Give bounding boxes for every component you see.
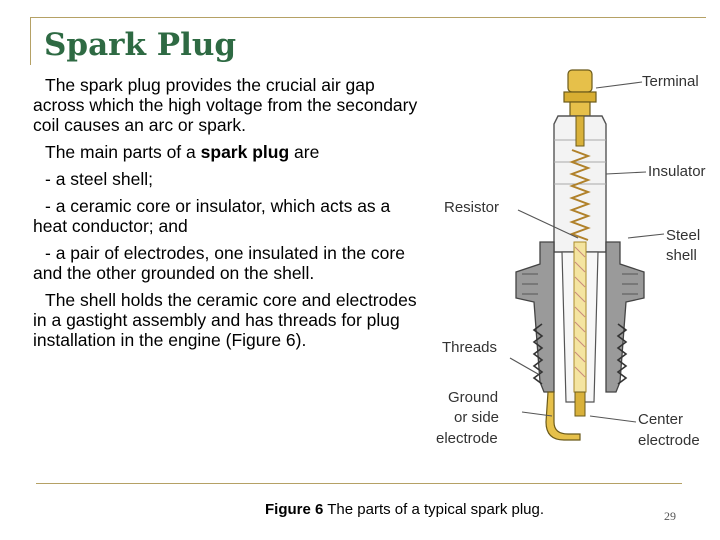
label-center-line2: electrode: [638, 432, 700, 449]
paragraph-intro: The spark plug provides the crucial air …: [33, 75, 418, 135]
paragraph-ceramic-core: - a ceramic core or insulator, which act…: [33, 196, 391, 236]
leader-lines: [509, 81, 665, 423]
paragraph-shell-holds: The shell holds the ceramic core and ele…: [33, 290, 417, 350]
main-parts-suffix: are: [289, 142, 320, 162]
steel-shell-part: [515, 241, 645, 393]
bold-term: spark plug: [200, 142, 290, 162]
spark-plug-diagram: Terminal Insulator Resistor Steel shell …: [436, 69, 706, 449]
figure-caption: Figure 6 The parts of a typical spark pl…: [265, 501, 544, 518]
slide-body: The spark plug provides the crucial air …: [33, 75, 418, 357]
frame-bottom-line: [36, 483, 682, 484]
label-ground-line3: electrode: [436, 430, 498, 447]
electrodes-part: [545, 391, 586, 441]
paragraph-main-parts: The main parts of a spark plug are: [33, 142, 418, 162]
label-insulator: Insulator: [648, 163, 706, 180]
label-steel-shell-line2: shell: [666, 247, 697, 264]
threads-part: [532, 323, 628, 385]
label-ground-line1: Ground: [448, 389, 498, 406]
paragraph-steel-shell: - a steel shell;: [45, 169, 153, 189]
page-number: 29: [664, 509, 676, 523]
frame-left-line: [30, 17, 31, 65]
label-steel-shell-line1: Steel: [666, 227, 700, 244]
label-resistor: Resistor: [444, 199, 499, 216]
label-ground-line2: or side: [454, 409, 499, 426]
label-terminal: Terminal: [642, 73, 699, 90]
label-threads: Threads: [442, 339, 497, 356]
caption-text: The parts of a typical spark plug.: [323, 501, 545, 518]
frame-top-line: [30, 17, 706, 18]
paragraph-electrodes: - a pair of electrodes, one insulated in…: [33, 243, 405, 283]
terminal-part: [563, 69, 597, 117]
slide-title: Spark Plug: [44, 27, 237, 63]
main-parts-lead: The main parts of a: [45, 142, 201, 162]
caption-label: Figure 6: [265, 501, 324, 518]
label-center-line1: Center: [638, 411, 683, 428]
